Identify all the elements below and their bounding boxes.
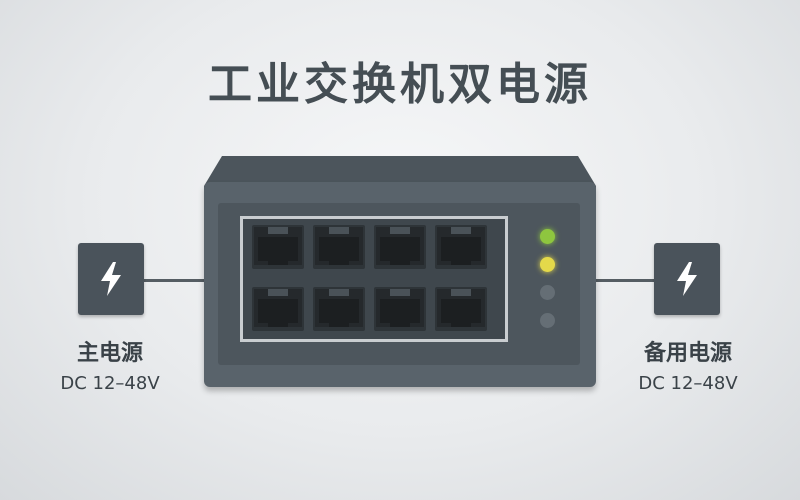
ethernet-port bbox=[252, 287, 304, 331]
ethernet-port bbox=[374, 287, 426, 331]
status-led-off bbox=[540, 285, 555, 300]
ethernet-port bbox=[435, 287, 487, 331]
status-led-on bbox=[540, 229, 555, 244]
lightning-bolt-icon bbox=[677, 262, 697, 296]
main-power-label: 主电源 bbox=[76, 341, 143, 366]
page-title: 工业交换机双电源 bbox=[208, 59, 592, 110]
lightning-bolt-icon bbox=[101, 262, 121, 296]
ethernet-port bbox=[313, 225, 365, 269]
status-led-off bbox=[540, 313, 555, 328]
main-power-spec: DC 12–48V bbox=[60, 373, 160, 394]
ethernet-port bbox=[374, 225, 426, 269]
backup-power-spec: DC 12–48V bbox=[638, 373, 738, 394]
main-power-module bbox=[78, 243, 144, 315]
ethernet-port bbox=[313, 287, 365, 331]
backup-power-module bbox=[654, 243, 720, 315]
ethernet-port bbox=[435, 225, 487, 269]
status-led-on bbox=[540, 257, 555, 272]
backup-power-label: 备用电源 bbox=[643, 341, 732, 366]
right-power-wire bbox=[594, 279, 656, 282]
ethernet-port bbox=[252, 225, 304, 269]
left-power-wire bbox=[144, 279, 206, 282]
